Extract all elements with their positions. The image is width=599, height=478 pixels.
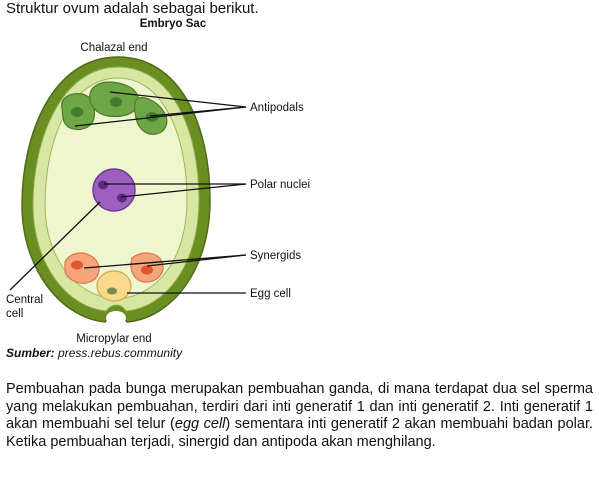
label-central-cell-line1: Central (6, 294, 43, 306)
embryo-sac-diagram: Embryo Sac Chalazal end (6, 18, 310, 345)
egg-cell (96, 270, 132, 302)
leader-lines (9, 91, 247, 294)
micropyle (106, 311, 126, 325)
diagram-title: Embryo Sac (140, 18, 207, 30)
polar-nuclei-cell (92, 168, 136, 212)
label-central-cell-line2: cell (6, 308, 23, 320)
label-egg-cell: Egg cell (250, 288, 291, 300)
label-antipodals: Antipodals (250, 102, 304, 114)
label-synergids: Synergids (250, 250, 301, 262)
paragraph-part1: Pembuahan pada bunga merupakan pembuahan… (6, 381, 593, 432)
synergid-cells (64, 252, 164, 284)
antipodal-cells (61, 81, 168, 135)
label-micropylar-end: Micropylar end (76, 333, 151, 345)
source-value: press.rebus.community (58, 346, 183, 360)
label-polar-nuclei: Polar nuclei (250, 179, 310, 191)
paragraph-part2: ) sementara inti generatif 2 akan membua… (6, 416, 594, 450)
source-label: Sumber: (6, 346, 55, 360)
label-chalazal-end: Chalazal end (80, 42, 147, 54)
intro-text: Struktur ovum adalah sebagai berikut. (6, 0, 259, 17)
source-credit: Sumber: press.rebus.community (6, 346, 182, 360)
paragraph-italic: egg cell (174, 416, 226, 432)
explanation-paragraph: Pembuahan pada bunga merupakan pembuahan… (6, 381, 593, 451)
